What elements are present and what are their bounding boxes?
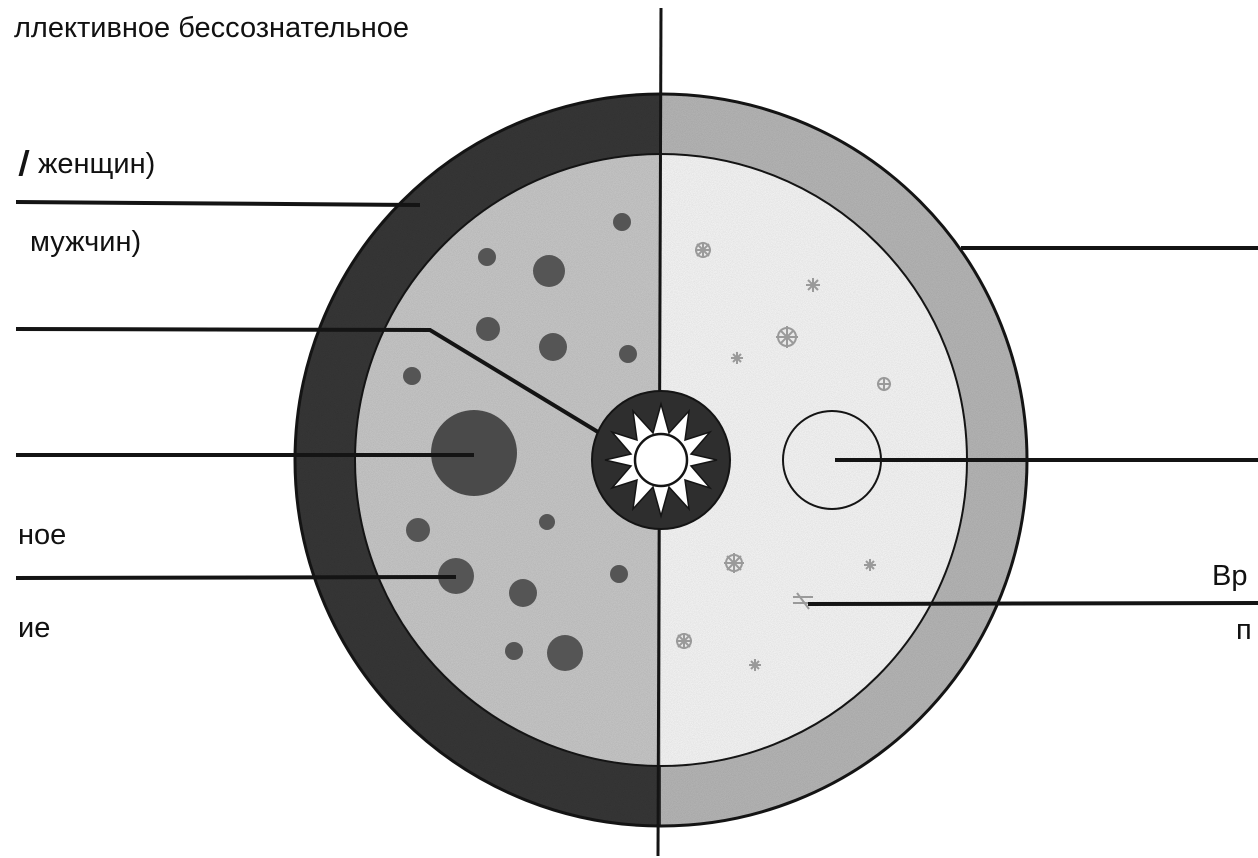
asterisk-speckle-icon [806, 278, 820, 292]
leader-line-speckle [808, 603, 1258, 604]
label-collective-unconscious: ллективное бессознательное [14, 14, 409, 43]
blob [539, 333, 567, 361]
blob [476, 317, 500, 341]
sun-star-icon [592, 391, 730, 529]
asterisk-speckle-icon [695, 242, 711, 258]
label-right-b: п [1236, 616, 1252, 645]
blob [547, 635, 583, 671]
label-women: женщин) [38, 150, 155, 179]
asterisk-speckle-icon [877, 377, 891, 391]
blob [478, 248, 496, 266]
asterisk-speckle-icon [676, 633, 692, 649]
blob [403, 367, 421, 385]
label-men: мужчин) [30, 228, 141, 257]
blob [509, 579, 537, 607]
blob [613, 213, 631, 231]
leader-line-women-men [16, 202, 420, 205]
blob [406, 518, 430, 542]
label-left-a: ное [18, 521, 66, 550]
asterisk-speckle-icon [724, 553, 744, 573]
blob [610, 565, 628, 583]
blob [505, 642, 523, 660]
label-right-a: Вр [1212, 562, 1247, 591]
label-left-b: ие [18, 614, 50, 643]
blob [619, 345, 637, 363]
leader-line-blob [16, 577, 456, 578]
blob [533, 255, 565, 287]
blob [539, 514, 555, 530]
